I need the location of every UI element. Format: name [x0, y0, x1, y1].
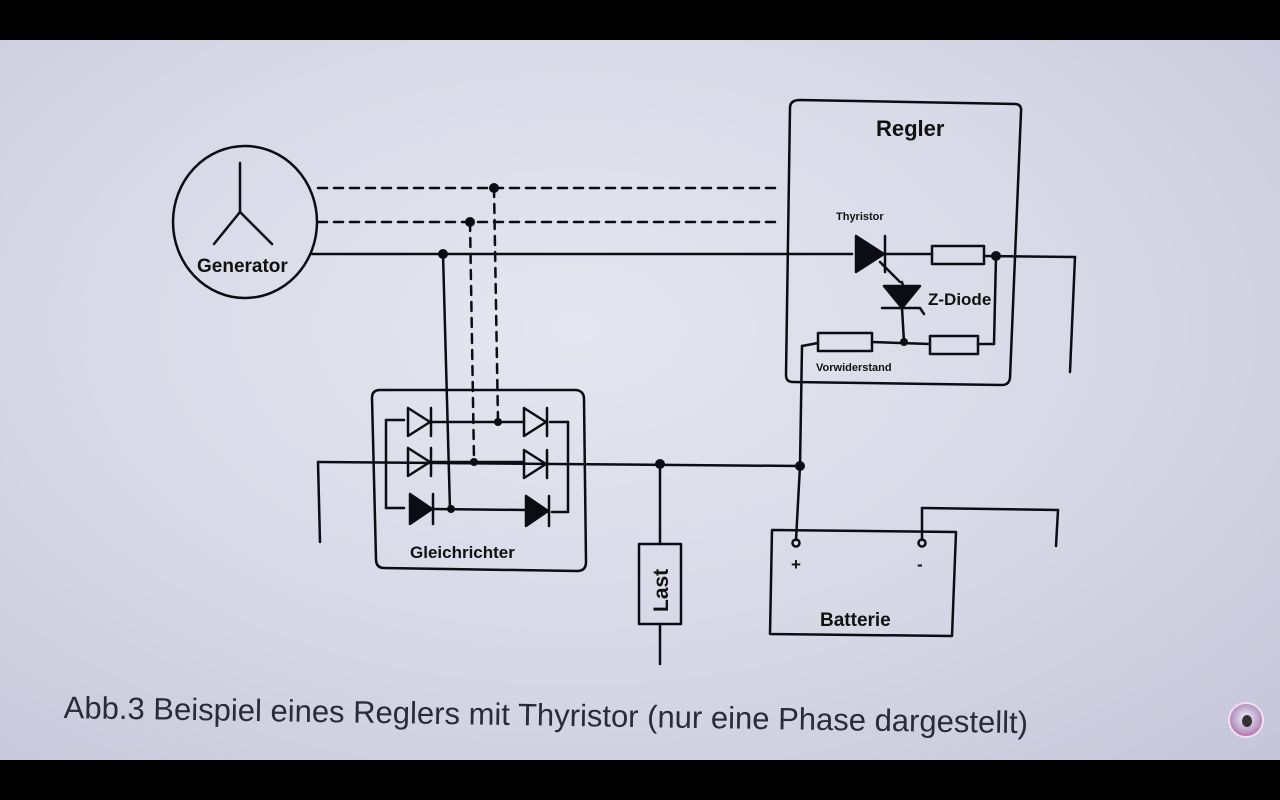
vorwiderstand-label: Vorwiderstand — [816, 362, 892, 374]
regler-label: Regler — [876, 116, 945, 141]
dashed-phase-lines — [316, 186, 784, 462]
gleichrichter-label: Gleichrichter — [410, 543, 515, 562]
phase-line — [310, 252, 854, 512]
resistor-top — [930, 244, 986, 266]
z-diode-symbol — [880, 280, 926, 344]
last-label: Last — [650, 569, 673, 612]
generator-label: Generator — [197, 256, 288, 277]
batterie-box — [768, 506, 1060, 638]
channel-avatar-icon[interactable] — [1228, 702, 1264, 738]
thyristor-label: Thyristor — [836, 211, 884, 223]
z-diode-label: Z-Diode — [928, 290, 991, 309]
last-load — [637, 542, 683, 666]
battery-minus-label: - — [917, 555, 923, 574]
avatar-face-icon — [1242, 715, 1252, 727]
battery-plus-label: + — [791, 555, 801, 574]
vorwiderstand-resistor — [816, 331, 874, 353]
resistor-bottom — [928, 334, 980, 356]
junction-dots — [438, 183, 1001, 513]
batterie-label: Batterie — [820, 610, 891, 631]
regler-box — [784, 98, 1023, 387]
projected-screen — [0, 40, 1280, 760]
dc-bus-line — [316, 460, 802, 546]
thyristor-symbol — [854, 234, 934, 284]
